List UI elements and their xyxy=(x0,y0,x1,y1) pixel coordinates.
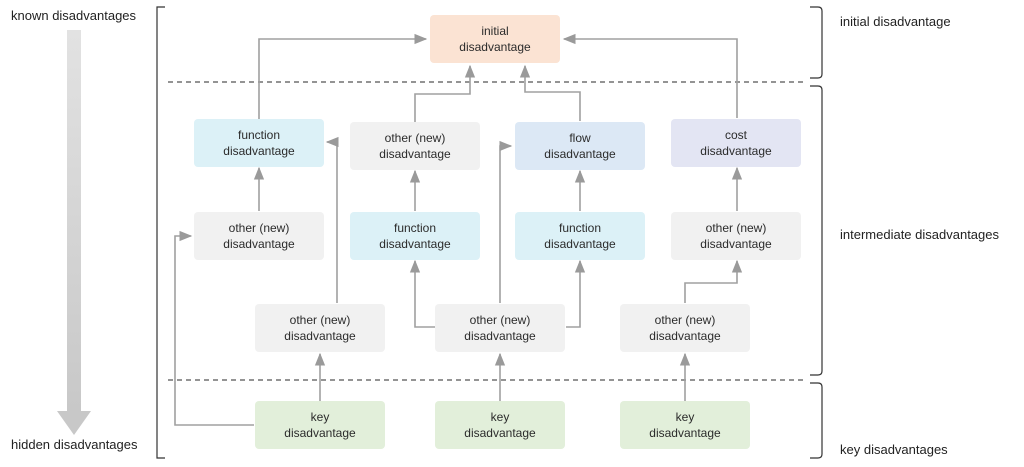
connector-l3c-otherD2 xyxy=(684,259,743,303)
node-line2: disadvantage xyxy=(379,147,451,161)
connector-functionA-initial xyxy=(258,33,428,119)
node-line1: cost xyxy=(724,128,747,142)
known-to-hidden-arrow xyxy=(57,30,91,435)
node-other-disadvantage-d2: other (new) disadvantage xyxy=(671,212,801,260)
node-line1: key xyxy=(675,410,695,424)
node-line1: key xyxy=(310,410,330,424)
node-line2: disadvantage xyxy=(223,237,295,251)
connector-l3a-functionA xyxy=(325,136,339,303)
node-line2: disadvantage xyxy=(284,329,356,343)
connector-key1-otherA2 xyxy=(174,230,254,426)
node-other-disadvantage-l3c: other (new) disadvantage xyxy=(620,304,750,352)
label-initial-disadvantage: initial disadvantage xyxy=(840,14,951,29)
node-line1: other (new) xyxy=(469,313,531,327)
node-function-disadvantage-b2: function disadvantage xyxy=(350,212,480,260)
node-other-disadvantage-l3b: other (new) disadvantage xyxy=(435,304,565,352)
connector-l3b-functionC2 xyxy=(566,259,586,328)
node-line1: other (new) xyxy=(289,313,351,327)
node-line2: disadvantage xyxy=(700,144,772,158)
node-line2: disadvantage xyxy=(284,426,356,440)
node-line2: disadvantage xyxy=(649,426,721,440)
connector-l3b-functionB2 xyxy=(409,259,435,328)
node-line1: flow xyxy=(569,131,591,145)
node-line2: disadvantage xyxy=(379,237,451,251)
node-line1: other (new) xyxy=(705,221,767,235)
node-other-disadvantage-l3a: other (new) disadvantage xyxy=(255,304,385,352)
node-key-disadvantage-2: key disadvantage xyxy=(435,401,565,449)
brace-key xyxy=(810,382,823,459)
connectors xyxy=(174,33,743,426)
node-function-disadvantage-c2: function disadvantage xyxy=(515,212,645,260)
node-line2: disadvantage xyxy=(544,147,616,161)
node-cost-disadvantage: cost disadvantage xyxy=(671,119,801,167)
connector-flowC-initial xyxy=(519,64,581,121)
brace-intermediate xyxy=(810,85,823,376)
label-known-disadvantages: known disadvantages xyxy=(11,8,137,23)
node-line1: other (new) xyxy=(228,221,290,235)
node-line1: other (new) xyxy=(654,313,716,327)
connector-costD-initial xyxy=(562,33,738,118)
node-line2: disadvantage xyxy=(700,237,772,251)
brace-initial xyxy=(810,6,823,79)
node-line2: disadvantage xyxy=(649,329,721,343)
node-other-disadvantage-a2: other (new) disadvantage xyxy=(194,212,324,260)
node-function-disadvantage-a: function disadvantage xyxy=(194,119,324,167)
node-line2: disadvantage xyxy=(544,237,616,251)
node-initial-disadvantage: initial disadvantage xyxy=(430,15,560,63)
node-line2: disadvantage xyxy=(223,144,295,158)
left-bracket xyxy=(156,6,165,459)
node-line1: initial xyxy=(481,24,509,38)
node-line2: disadvantage xyxy=(459,40,531,54)
node-key-disadvantage-3: key disadvantage xyxy=(620,401,750,449)
connector-l3b-flowC xyxy=(499,140,513,303)
label-intermediate-disadvantages: intermediate disadvantages xyxy=(840,227,999,242)
node-key-disadvantage-1: key disadvantage xyxy=(255,401,385,449)
node-line1: function xyxy=(558,221,602,235)
node-line1: function xyxy=(237,128,281,142)
node-line2: disadvantage xyxy=(464,329,536,343)
node-other-disadvantage-b: other (new) disadvantage xyxy=(350,122,480,170)
node-line1: function xyxy=(393,221,437,235)
node-line1: key xyxy=(490,410,510,424)
node-line2: disadvantage xyxy=(464,426,536,440)
node-flow-disadvantage: flow disadvantage xyxy=(515,122,645,170)
label-key-disadvantages: key disadvantages xyxy=(840,442,948,457)
label-hidden-disadvantages: hidden disadvantages xyxy=(11,437,138,452)
connector-otherB-initial xyxy=(414,64,476,122)
node-line1: other (new) xyxy=(384,131,446,145)
